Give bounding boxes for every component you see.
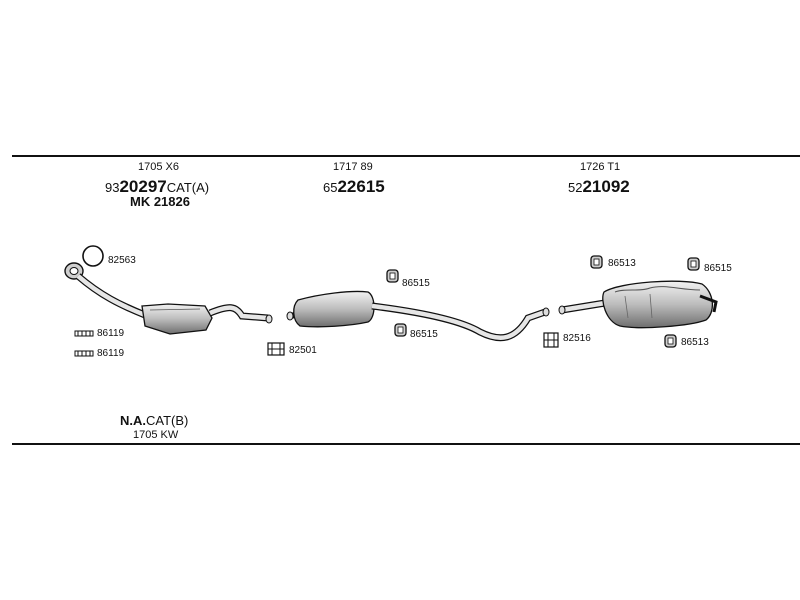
section-3-part-ref: 1726 T1 — [580, 161, 621, 173]
section-2-order-number: 6522615 — [323, 178, 385, 195]
front-pipe-catalyst-icon — [64, 262, 273, 335]
part-code-82516: 82516 — [563, 333, 591, 344]
part-code-86515-b: 86515 — [410, 329, 438, 340]
na-main: N.A. — [120, 413, 146, 428]
part-code-86515-a: 86515 — [402, 278, 430, 289]
section-2-part-ref: 1717 89 — [333, 161, 373, 173]
rear-silencer-icon — [558, 280, 718, 329]
na-suffix: CAT(B) — [146, 413, 189, 428]
section-1-order-number: 9320297CAT(A) — [105, 178, 209, 195]
mount-86515-icon-c — [687, 257, 700, 271]
part-code-86515-c: 86515 — [704, 263, 732, 274]
section-1-order-main: 20297 — [119, 177, 167, 196]
part-code-82501: 82501 — [289, 345, 317, 356]
sealing-ring-icon — [82, 245, 104, 267]
mount-86513-icon-b — [664, 334, 677, 348]
part-code-86119-a: 86119 — [97, 328, 125, 339]
section-3-order-prefix: 52 — [568, 180, 583, 195]
section-3-order-number: 5221092 — [568, 178, 630, 195]
part-code-86513-a: 86513 — [608, 258, 636, 269]
mount-86515-icon-a — [386, 269, 399, 283]
part-code-86119-b: 86119 — [97, 348, 125, 359]
section-3-order-main: 21092 — [582, 177, 630, 196]
part-code-86513-b: 86513 — [681, 337, 709, 348]
mount-86513-icon-a — [590, 255, 603, 269]
section-1-order-prefix: 93 — [105, 180, 120, 195]
na-label: N.A.CAT(B) — [120, 414, 188, 427]
clamp-82501-icon — [267, 342, 285, 356]
clamp-86119-icon-a — [74, 330, 94, 337]
top-rule — [12, 155, 800, 157]
section-2-order-prefix: 65 — [323, 180, 338, 195]
middle-muffler-icon — [286, 290, 550, 342]
section-2-order-main: 22615 — [337, 177, 385, 196]
clamp-86119-icon-b — [74, 350, 94, 357]
section-1-order-suffix: CAT(A) — [166, 180, 210, 195]
clamp-82516-icon — [543, 332, 559, 348]
na-ref: 1705 KW — [133, 429, 179, 441]
mount-86515-icon-b — [394, 323, 407, 337]
section-1-extra: MK 21826 — [130, 194, 190, 209]
part-code-82563: 82563 — [108, 255, 136, 266]
bottom-rule — [12, 443, 800, 445]
section-1-part-ref: 1705 X6 — [138, 161, 179, 173]
